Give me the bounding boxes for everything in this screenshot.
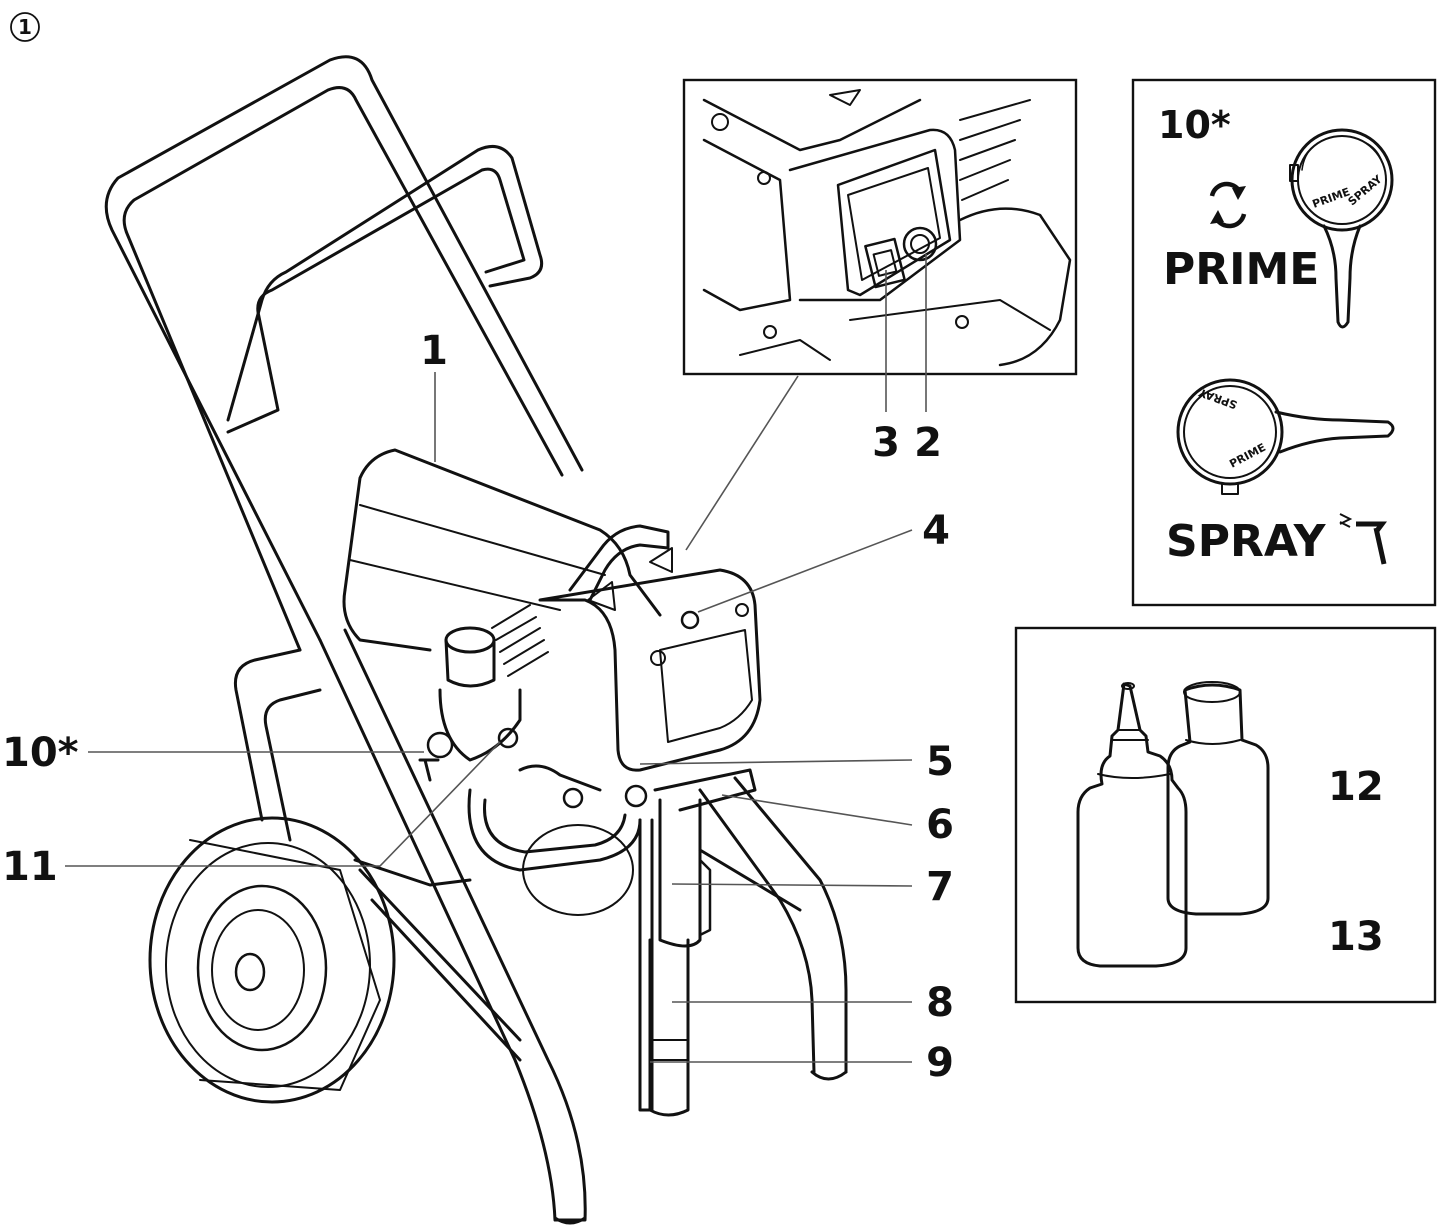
valve-position-panel: 10* PRIME PRIME SPRAY SPRAY PRIME	[1131, 78, 1437, 607]
callout-3: 3	[872, 420, 900, 466]
callout-8: 8	[926, 980, 954, 1026]
motor-housing	[342, 448, 762, 772]
spray-valve-knob: SPRAY PRIME	[1176, 378, 1395, 495]
callout-1: 1	[420, 328, 448, 374]
callout-7: 7	[926, 864, 954, 910]
bottle-13	[1076, 682, 1188, 968]
prime-title: PRIME	[1163, 244, 1319, 295]
callout-13: 13	[1328, 914, 1384, 960]
callout-2: 2	[914, 420, 942, 466]
callout-6: 6	[926, 802, 954, 848]
callout-9: 9	[926, 1040, 954, 1086]
callout-10: 10*	[2, 730, 79, 776]
control-panel-drawing	[702, 89, 1072, 367]
callout-11: 11	[2, 844, 58, 890]
spray-title: SPRAY	[1166, 516, 1327, 567]
filter-assembly	[418, 626, 522, 782]
wheel	[148, 816, 396, 1104]
rotate-arrows-icon	[1209, 181, 1247, 229]
valve-panel-label: 10*	[1158, 103, 1231, 147]
bottles-panel: 12 13	[1014, 626, 1437, 1004]
figure-number-badge: 1	[10, 12, 40, 42]
callout-12: 12	[1328, 764, 1384, 810]
svg-text:1: 1	[18, 15, 32, 39]
spray-gun-icon	[1339, 513, 1387, 565]
callout-4: 4	[922, 508, 950, 554]
cart-handle-frame	[104, 55, 587, 1225]
control-panel-inset: 3 2	[682, 78, 1078, 466]
callout-5: 5	[926, 739, 954, 785]
